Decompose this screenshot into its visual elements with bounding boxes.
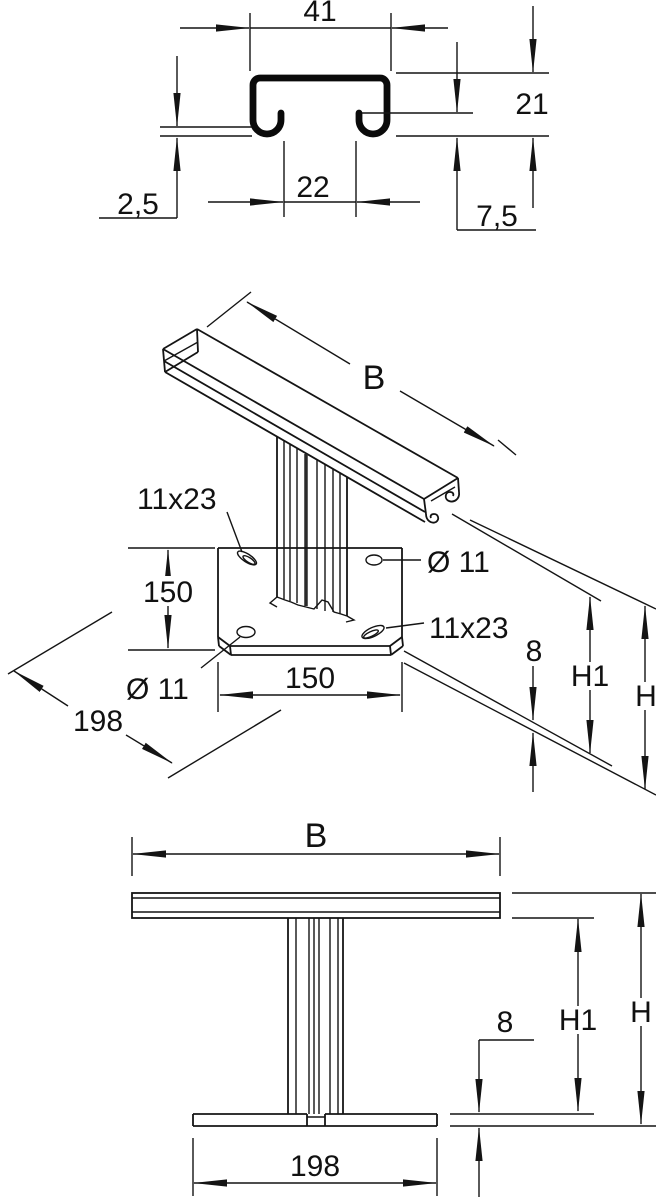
front-elevation-view: B [131,817,656,1197]
dim-plate-diagonal: 198 [7,611,282,779]
dim-text-22: 22 [296,171,329,204]
rail-end-right-lip [444,491,460,503]
dim-text-h1-front: H1 [559,1004,597,1037]
dim-text-h-iso: H [635,680,656,713]
rail-front-view [131,892,656,919]
dim-text-198-iso: 198 [73,705,123,738]
dim-text-150-left: 150 [143,576,193,609]
dim-plate-width: 150 [217,662,403,712]
dim-text-b-iso: B [363,359,386,397]
dim-text-b-front: B [305,817,328,855]
post-lines [268,437,356,623]
dim-text-7-5: 7,5 [476,200,518,233]
dim-text-41: 41 [303,0,336,28]
dim-outer-width: 41 [180,0,448,71]
dim-rail-length-front: B [131,817,501,876]
slot-hole-bottom-right [361,624,385,640]
dim-plate-thickness-iso: 8 [526,635,543,792]
dim-plate-depth: 150 [128,547,215,651]
slot-hole-top-left [236,550,258,566]
dim-lip-height: 7,5 [362,42,536,233]
label-slot-bottom: 11x23 [385,612,509,645]
profile-section-view: 41 21 7,5 2,5 [99,0,549,233]
label-slot-top: 11x23 [137,483,243,553]
dim-text-198-front: 198 [290,1150,340,1183]
dim-rail-length-iso: B [206,291,517,456]
dim-text-8-front: 8 [497,1006,514,1039]
channel-profile-outline [249,74,391,138]
label-hole-bottom: Ø 11 [126,636,241,706]
label-text-11x23-top: 11x23 [137,483,217,516]
dim-h1-iso: H1 [568,596,613,754]
dim-text-8-iso: 8 [526,635,543,668]
iso-extension-lines [403,513,656,796]
round-hole-top-right [365,554,383,566]
dim-profile-height: 21 [396,6,549,208]
base-plate [217,547,404,656]
post-front-view [287,918,344,1114]
label-text-11x23-bottom: 11x23 [429,612,509,645]
dim-text-150-bottom: 150 [285,662,335,695]
label-hole-top: Ø 11 [383,546,490,579]
isometric-view: B 11x23 Ø 11 11x23 Ø 11 150 [7,291,656,796]
dim-material-thickness: 2,5 [99,56,252,221]
dim-plate-thickness-front: 8 [475,1006,534,1197]
dim-base-width-front: 198 [192,1138,438,1196]
base-plate-front-view [192,1113,656,1127]
label-text-dia11-top: Ø 11 [427,546,490,579]
rail-outline [162,328,460,524]
rail-end-left-lip [425,513,440,524]
dim-h1-front: H1 [556,918,600,1112]
dim-text-h-front: H [630,996,652,1029]
dim-h-iso: H [630,605,656,790]
post-bottom-edge [276,596,348,617]
dim-text-h1-iso: H1 [571,660,609,693]
dim-slot-opening: 22 [208,141,420,217]
dim-text-21: 21 [515,88,548,121]
label-text-dia11-bottom: Ø 11 [126,673,189,706]
dim-text-2-5: 2,5 [117,188,159,221]
round-hole-bottom-left [236,625,256,639]
dim-h-front: H [626,893,656,1125]
